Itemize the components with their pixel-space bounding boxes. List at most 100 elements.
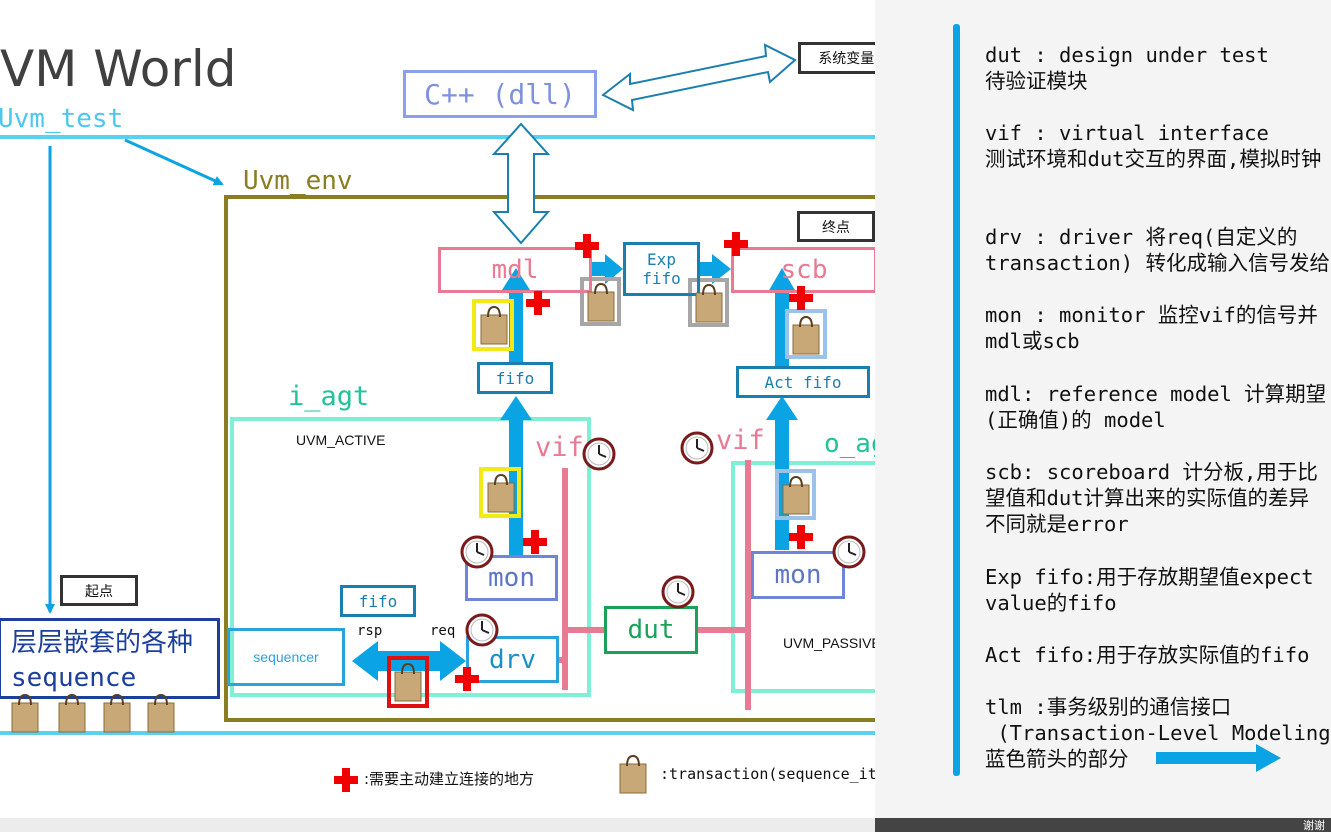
start-point-box: 起点 <box>60 575 138 606</box>
definition-line: 蓝色箭头的部分 <box>985 747 1129 771</box>
definition-line: mdl或scb <box>985 329 1080 353</box>
definition-tlm: tlm :事务级别的通信接口 (Transaction-Level Modeli… <box>985 694 1331 772</box>
o-agt-frame <box>731 461 875 693</box>
definition-line: scb: scoreboard 计分板,用于比 <box>985 460 1318 484</box>
definition-line: 不同就是error <box>985 512 1129 536</box>
vif-right-label: vif <box>716 425 765 456</box>
definition-line: transaction) 转化成输入信号发给 <box>985 251 1330 275</box>
rsp-label: rsp <box>357 623 383 639</box>
connection-cross-icon <box>789 525 813 549</box>
seq-fifo-label: fifo <box>358 591 398 611</box>
bag-highlight-exp-out <box>688 278 729 327</box>
legend-bag-icon <box>619 754 647 794</box>
mdl-label: mdl <box>491 255 539 285</box>
clock-icon <box>465 613 499 647</box>
definition-line: (正确值)的 model <box>985 408 1166 432</box>
bag-highlight-scb <box>785 309 827 359</box>
vif-left-label: vif <box>535 432 584 463</box>
connection-cross-icon <box>523 530 547 554</box>
connection-cross-icon <box>575 234 599 258</box>
uvm-env-frame <box>224 195 875 722</box>
mon-to-fifo-arrow <box>500 396 532 555</box>
drv-box: drv <box>466 636 559 683</box>
sequence-label-line2: sequence <box>11 663 137 693</box>
transaction-bag-icon <box>587 282 615 322</box>
transaction-bag-icon <box>147 693 175 733</box>
clock-icon <box>832 535 866 569</box>
definition-mdl: mdl: reference model 计算期望(正确值)的 model <box>985 381 1326 433</box>
definition-line: 测试环境和dut交互的界面,模拟时钟 <box>985 147 1322 171</box>
sequence-label-line1: 层层嵌套的各种 <box>11 628 194 658</box>
tlm-arrow-icon <box>1156 744 1281 772</box>
seq-fifo-box: fifo <box>340 585 416 617</box>
mdl-box: mdl <box>438 247 592 293</box>
sequence-box: 层层嵌套的各种 sequence <box>0 618 220 699</box>
definition-line: drv : driver 将req(自定义的 <box>985 225 1298 249</box>
bag-highlight-mon <box>479 467 521 518</box>
transaction-bag-icon <box>11 693 39 733</box>
exp-fifo-label-line1: Exp <box>647 250 676 269</box>
definition-line: Exp fifo:用于存放期望值expect <box>985 565 1314 589</box>
end-point-label: 终点 <box>822 219 850 236</box>
mdl-fifo-label: fifo <box>495 368 535 388</box>
connection-cross-icon <box>526 291 550 315</box>
act-fifo-box: Act fifo <box>736 366 870 398</box>
expfifo-to-scb-arrow <box>700 254 731 284</box>
definition-line: 望值和dut计算出来的实际值的差异 <box>985 486 1310 510</box>
transaction-bag-icon <box>792 315 820 355</box>
uvm-env-label: Uvm_env <box>243 166 353 196</box>
bag-highlight-mon-right <box>775 469 816 520</box>
definition-line: mon : monitor 监控vif的信号并 <box>985 303 1318 327</box>
definition-act-fifo: Act fifo:用于存放实际值的fifo <box>985 642 1309 668</box>
definition-line: value的fifo <box>985 591 1117 615</box>
definition-scb: scb: scoreboard 计分板,用于比望值和dut计算出来的实际值的差异… <box>985 459 1318 537</box>
mdl-to-expfifo-arrow <box>592 254 623 284</box>
end-point-box: 终点 <box>797 211 875 242</box>
uvm-test-frame <box>0 135 875 735</box>
sequencer-drv-double-arrow <box>352 641 466 681</box>
transaction-bag-icon <box>58 693 86 733</box>
legend-cross-text: :需要主动建立连接的地方 <box>364 770 535 788</box>
clock-icon <box>460 535 494 569</box>
drv-label: drv <box>489 644 536 675</box>
legend-bag-text: :transaction(sequence_item) <box>660 765 904 783</box>
clock-icon <box>661 575 695 609</box>
uvm-passive-label: UVM_PASSIVE <box>783 635 881 651</box>
cpp-mdl-double-arrow <box>491 122 551 245</box>
act-fifo-label: Act fifo <box>764 372 842 392</box>
sequencer-label: sequencer <box>253 649 319 665</box>
definition-line: mdl: reference model 计算期望 <box>985 382 1327 406</box>
panel-divider <box>953 24 960 776</box>
legend-cross-icon <box>334 768 358 792</box>
req-label: req <box>430 623 456 639</box>
test-to-env-arrow <box>124 138 224 186</box>
i-agt-label: i_agt <box>288 381 370 412</box>
transaction-bag-icon <box>394 662 422 702</box>
connection-cross-icon <box>724 232 748 256</box>
cpp-dll-box: C++ (dll) <box>403 70 597 118</box>
cpp-sysvar-double-arrow <box>601 43 797 112</box>
dut-box: dut <box>604 606 698 654</box>
bag-highlight-mdl <box>472 299 514 351</box>
bottom-bar-dark: 谢谢 <box>875 818 1331 832</box>
start-point-label: 起点 <box>85 583 113 600</box>
dut-label: dut <box>627 615 675 645</box>
definition-line: 待验证模块 <box>985 69 1088 93</box>
mdl-fifo-box: fifo <box>477 362 553 394</box>
mon-right-label: mon <box>774 560 822 590</box>
transaction-bag-icon <box>487 473 515 513</box>
mon-left-label: mon <box>488 563 535 593</box>
transaction-bag-icon <box>103 693 131 733</box>
mon-right-box: mon <box>751 551 845 599</box>
definition-line: (Transaction-Level Modeling <box>985 721 1331 745</box>
definition-line: dut : design under test <box>985 43 1269 67</box>
connection-cross-icon <box>789 286 813 310</box>
uvm-test-label: Uvm_test <box>0 104 124 134</box>
transaction-bag-icon <box>695 283 723 323</box>
clock-icon <box>582 437 616 471</box>
